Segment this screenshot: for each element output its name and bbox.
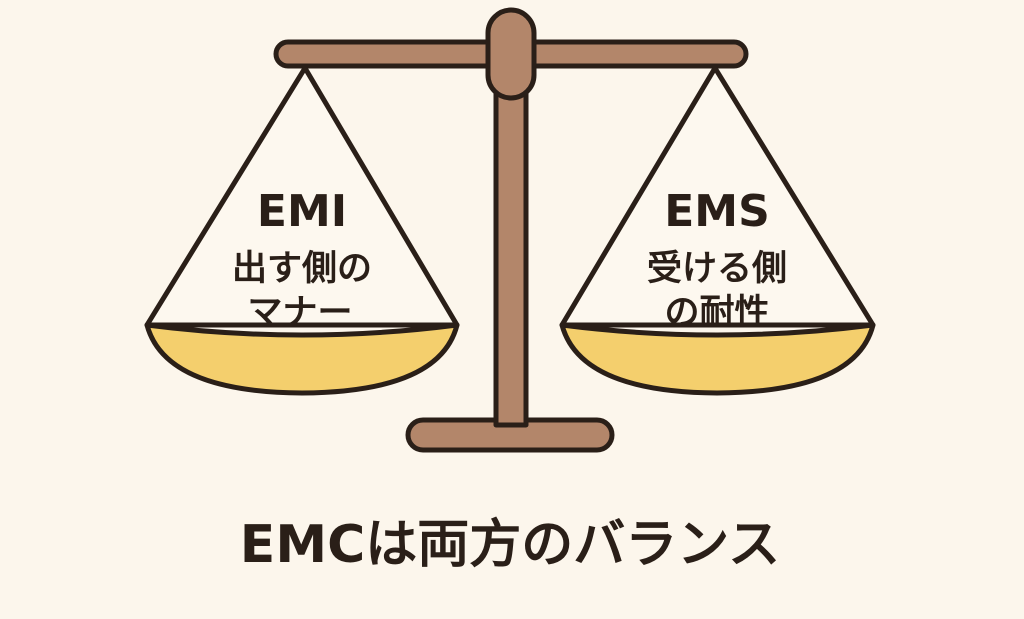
left-pan-line1: 出す側の bbox=[232, 249, 372, 289]
right-pan-line1: 受ける側 bbox=[647, 249, 787, 289]
right-pan bbox=[559, 65, 876, 396]
caption: EMCは両方のバランス bbox=[240, 515, 780, 575]
scale-post bbox=[493, 77, 529, 428]
left-pan-title: EMI bbox=[257, 186, 347, 237]
scale-pivot-cap bbox=[485, 7, 537, 101]
right-pan-title: EMS bbox=[664, 186, 770, 237]
left-pan bbox=[144, 65, 460, 396]
right-pan-line2: の耐性 bbox=[664, 293, 769, 333]
left-pan-line2: マナー bbox=[247, 293, 352, 333]
